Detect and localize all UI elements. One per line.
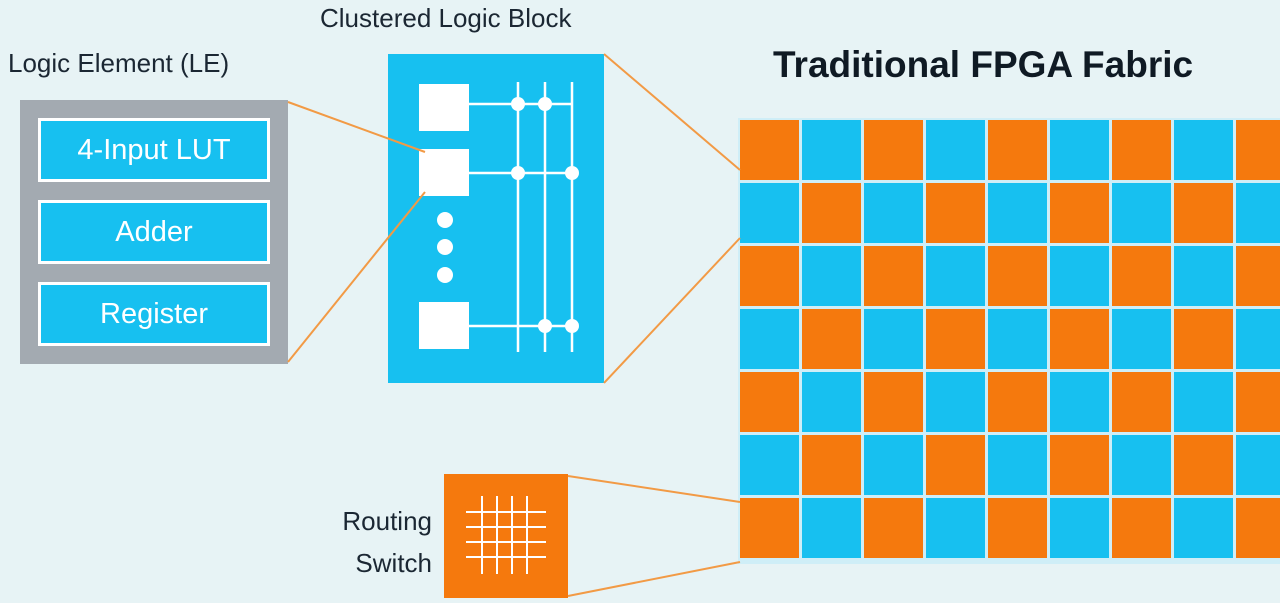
fabric-cell-routing: [988, 309, 1047, 369]
fabric-cell-logic: [1236, 498, 1280, 558]
fabric-cell-routing: [864, 183, 923, 243]
fabric-cell-routing: [1236, 435, 1280, 495]
fabric-cell-routing: [1174, 246, 1233, 306]
fabric-cell-routing: [864, 309, 923, 369]
junction-dot: [511, 166, 525, 180]
fabric-cell-logic: [1050, 183, 1109, 243]
fabric-cell-routing: [1112, 183, 1171, 243]
fabric-cell-logic: [1112, 372, 1171, 432]
fabric-cell-logic: [1236, 120, 1280, 180]
fabric-cell-routing: [802, 246, 861, 306]
fabric-cell-logic: [926, 309, 985, 369]
logic-element-box: 4-Input LUT Adder Register: [20, 100, 288, 364]
fabric-cell-logic: [802, 309, 861, 369]
fabric-cell-logic: [802, 183, 861, 243]
fabric-cell-routing: [1112, 435, 1171, 495]
fabric-cell-logic: [988, 120, 1047, 180]
fabric-cell-logic: [1236, 372, 1280, 432]
fabric-cell-routing: [1112, 309, 1171, 369]
fabric-cell-routing: [926, 120, 985, 180]
routing-switch-label-line2: Switch: [355, 548, 432, 578]
connector-line: [603, 53, 741, 171]
fabric-cell-logic: [1112, 246, 1171, 306]
fabric-cell-routing: [1050, 372, 1109, 432]
routing-switch: [444, 474, 568, 598]
fabric-cell-routing: [740, 435, 799, 495]
fpga-fabric-grid: [738, 118, 1280, 564]
fabric-cell-routing: [864, 435, 923, 495]
fabric-cell-routing: [1050, 120, 1109, 180]
le-square: [419, 302, 469, 349]
fabric-cell-logic: [1112, 120, 1171, 180]
fabric-cell-routing: [1174, 372, 1233, 432]
routing-switch-grid: [466, 496, 546, 574]
fabric-cell-logic: [864, 246, 923, 306]
fabric-cell-routing: [802, 498, 861, 558]
junction-dot: [511, 97, 525, 111]
fabric-cell-routing: [802, 120, 861, 180]
fabric-cell-logic: [926, 435, 985, 495]
connector-line: [567, 561, 741, 597]
fabric-cell-logic: [1236, 246, 1280, 306]
le-square: [419, 84, 469, 131]
fabric-cell-logic: [740, 120, 799, 180]
fabric-cell-logic: [988, 246, 1047, 306]
junction-dot: [538, 319, 552, 333]
fabric-cell-logic: [740, 498, 799, 558]
clustered-logic-block: [388, 54, 604, 383]
fabric-cell-logic: [1050, 309, 1109, 369]
fabric-cell-logic: [864, 120, 923, 180]
fabric-cell-routing: [740, 309, 799, 369]
fabric-cell-logic: [740, 372, 799, 432]
logic-element-title: Logic Element (LE): [8, 48, 230, 78]
fabric-cell-logic: [1174, 309, 1233, 369]
fabric-cell-routing: [926, 372, 985, 432]
junction-dot: [565, 319, 579, 333]
fabric-cell-logic: [1050, 435, 1109, 495]
ellipsis-dot: [437, 267, 453, 283]
fabric-cell-routing: [1236, 183, 1280, 243]
fabric-cell-routing: [926, 246, 985, 306]
ellipsis-dot: [437, 239, 453, 255]
junction-dot: [538, 97, 552, 111]
fabric-cell-routing: [1174, 120, 1233, 180]
routing-switch-label-line1: Routing: [342, 506, 432, 536]
fabric-cell-routing: [1236, 309, 1280, 369]
fabric-cell-logic: [802, 435, 861, 495]
fabric-cell-logic: [988, 498, 1047, 558]
lut-block: 4-Input LUT: [38, 118, 270, 182]
fabric-cell-routing: [802, 372, 861, 432]
fpga-fabric-title: Traditional FPGA Fabric: [773, 44, 1194, 85]
fabric-cell-routing: [926, 498, 985, 558]
clustered-logic-block-title: Clustered Logic Block: [320, 3, 572, 33]
fabric-cell-routing: [988, 435, 1047, 495]
fabric-cell-logic: [864, 372, 923, 432]
fabric-cell-logic: [740, 246, 799, 306]
le-square: [419, 149, 469, 196]
junction-dot: [565, 166, 579, 180]
fabric-cell-routing: [988, 183, 1047, 243]
fabric-cell-routing: [1050, 498, 1109, 558]
register-block: Register: [38, 282, 270, 346]
fabric-cell-logic: [988, 372, 1047, 432]
fabric-cell-routing: [1050, 246, 1109, 306]
fabric-cell-logic: [1112, 498, 1171, 558]
clb-internal-diagram: [419, 82, 579, 352]
fabric-cell-routing: [1174, 498, 1233, 558]
fabric-cell-routing: [740, 183, 799, 243]
fabric-cell-logic: [926, 183, 985, 243]
ellipsis-dot: [437, 212, 453, 228]
fabric-cell-logic: [1174, 183, 1233, 243]
connector-line: [603, 237, 741, 384]
fabric-cell-logic: [1174, 435, 1233, 495]
connector-line: [567, 475, 741, 503]
adder-block: Adder: [38, 200, 270, 264]
routing-switch-label: Routing Switch: [296, 500, 432, 584]
fabric-cell-logic: [864, 498, 923, 558]
